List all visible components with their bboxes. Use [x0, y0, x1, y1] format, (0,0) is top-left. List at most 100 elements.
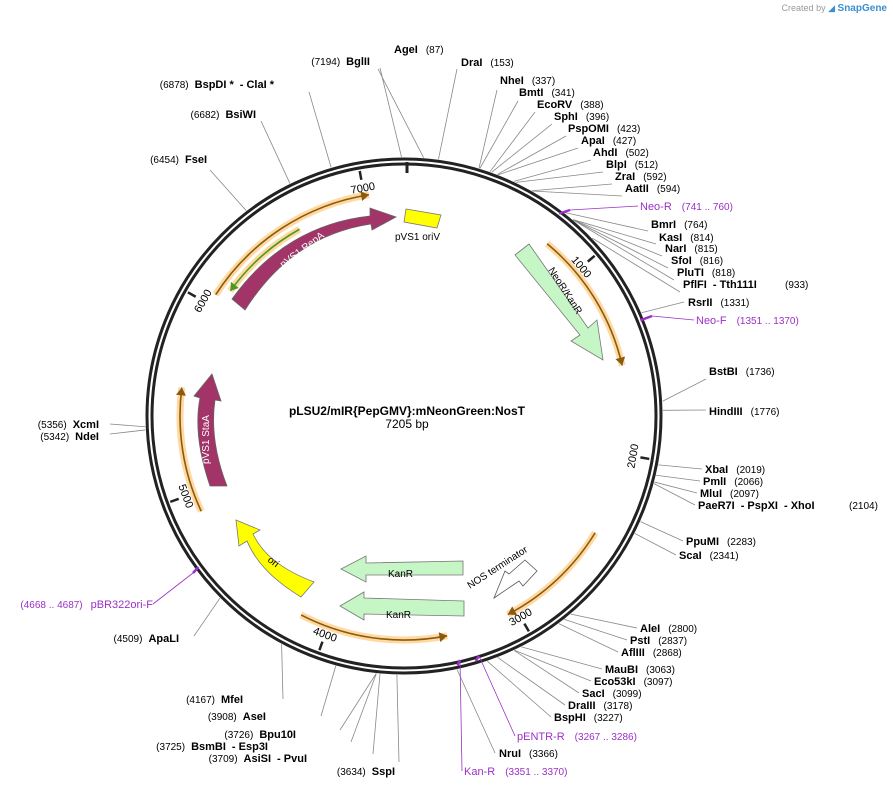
enzyme-site[interactable]: BspHI(3227) — [554, 712, 623, 724]
primer-labels: Neo-R(741 .. 760) Neo-F(1351 .. 1370) pENT… — [20, 201, 798, 778]
enzyme-site[interactable]: - ClaI *BspDI *(6878) — [160, 79, 275, 91]
enzyme-leader — [572, 219, 657, 245]
enzyme-site[interactable]: NruI(3366) — [499, 748, 558, 760]
enzyme-site[interactable]: AgeI(87) — [394, 44, 444, 56]
enzyme-site[interactable]: SphI(396) — [554, 111, 609, 123]
enzyme-site[interactable]: BmrI(764) — [651, 219, 707, 231]
enzyme-site[interactable]: PstI(2837) — [630, 635, 687, 647]
enzyme-site[interactable]: BsiWI(6682) — [191, 109, 256, 121]
kanr-1-label: KanR — [388, 569, 413, 580]
feature-kanr-1[interactable]: KanR — [340, 555, 464, 583]
enzyme-name: SspI — [372, 766, 395, 778]
enzyme-site[interactable]: PaeR7I- PspXI- XhoI(2104) — [698, 500, 878, 512]
enzyme-site[interactable]: XcmI(5356) — [38, 419, 99, 431]
enzyme-site[interactable]: AseI(3908) — [208, 711, 266, 723]
enzyme-site[interactable]: SfoI(816) — [671, 255, 723, 267]
primer-site[interactable]: Neo-F(1351 .. 1370) — [696, 315, 799, 327]
tick-mark — [586, 254, 596, 263]
enzyme-site[interactable]: PflFI- Tth111I(933) — [683, 279, 808, 291]
enzyme-name: HindIII — [709, 406, 743, 418]
enzyme-site[interactable]: XbaI(2019) — [705, 464, 765, 476]
enzyme-site[interactable]: NdeI(5342) — [40, 431, 99, 443]
enzyme-site[interactable]: ZraI(592) — [615, 171, 667, 183]
enzyme-site[interactable]: AatII(594) — [625, 183, 680, 195]
enzyme-leader — [478, 89, 498, 169]
enzyme-site[interactable]: RsrII(1331) — [688, 297, 749, 309]
kanr-2-label: KanR — [386, 610, 411, 621]
primer-range: (741 .. 760) — [682, 202, 733, 213]
feature-kanr-2[interactable]: KanR — [339, 591, 465, 621]
enzyme-site[interactable]: AhdI(502) — [593, 147, 649, 159]
primer-site[interactable]: pENTR-R(3267 .. 3286) — [517, 731, 637, 743]
snapgene-watermark: Created by ◢ SnapGene — [782, 3, 887, 14]
enzyme-site[interactable]: Eco53kI(3097) — [594, 676, 673, 688]
enzyme-name: SphI — [554, 111, 578, 123]
feature-pvs1-oriv[interactable]: pVS1 oriV — [395, 208, 442, 243]
leader-lines — [109, 67, 707, 763]
enzyme-site[interactable]: BlpI(512) — [606, 159, 658, 171]
enzyme-site[interactable]: AflIII(2868) — [621, 647, 682, 659]
enzyme-site[interactable]: KasI(814) — [659, 232, 714, 244]
enzyme-site[interactable]: ApaLI(4509) — [114, 633, 179, 645]
feature-nos-terminator[interactable]: NOS terminator — [466, 544, 538, 600]
enzyme-site[interactable]: PspOMI(423) — [568, 123, 640, 135]
enzyme-position: (337) — [532, 76, 555, 87]
enzyme-site[interactable]: PluTI(818) — [677, 267, 735, 279]
enzyme-leader — [570, 613, 638, 629]
enzyme-site[interactable]: SacI(3099) — [582, 688, 642, 700]
snapgene-logo-icon: ◢ — [828, 3, 836, 13]
enzyme-leader — [662, 378, 707, 402]
enzyme-site[interactable]: MfeI(4167) — [186, 694, 243, 706]
orf-arrowhead — [175, 387, 186, 396]
feature-pvs1-staa[interactable]: pVS1 StaA — [193, 373, 228, 487]
enzyme-site[interactable]: FseI(6454) — [150, 154, 207, 166]
plasmid-length: 7205 bp — [385, 417, 429, 431]
enzyme-name-alt: - Esp3I — [232, 741, 268, 753]
enzyme-leader — [479, 100, 519, 169]
enzyme-site[interactable]: ScaI(2341) — [679, 550, 739, 562]
enzyme-site[interactable]: EcoRV(388) — [537, 99, 604, 111]
enzyme-site[interactable]: SspI(3634) — [337, 766, 395, 778]
feature-ori[interactable]: ori — [235, 519, 315, 598]
enzyme-site[interactable]: BglII(7194) — [311, 56, 370, 68]
primer-site[interactable]: pBR322ori-F(4668 .. 4687) — [20, 599, 153, 611]
enzyme-leader — [572, 219, 669, 269]
enzyme-position: (814) — [690, 233, 713, 244]
kanr-1-arrow — [340, 555, 464, 583]
enzyme-leader — [497, 657, 566, 706]
enzyme-name: PluTI — [677, 267, 704, 279]
enzyme-site[interactable]: MluI(2097) — [700, 488, 759, 500]
pvs1-oriv-label: pVS1 oriV — [395, 232, 440, 243]
enzyme-site[interactable]: BmtI(341) — [519, 87, 575, 99]
enzyme-site[interactable]: HindIII(1776) — [709, 406, 780, 418]
enzyme-leader — [320, 665, 337, 717]
enzyme-position: (3099) — [613, 689, 642, 700]
enzyme-name: AatII — [625, 183, 649, 195]
enzyme-site[interactable]: BstBI(1736) — [709, 366, 775, 378]
primer-site[interactable]: Kan-R(3351 .. 3370) — [464, 766, 567, 778]
enzyme-site[interactable]: ApaI(427) — [581, 135, 636, 147]
enzyme-site[interactable]: DraIII(3178) — [568, 700, 632, 712]
enzyme-site[interactable]: MauBI(3063) — [605, 664, 675, 676]
enzyme-site[interactable]: NarI(815) — [665, 243, 718, 255]
enzyme-position: (3709) — [209, 754, 238, 765]
enzyme-site[interactable]: Bpu10I(3726) — [224, 729, 296, 741]
enzyme-site[interactable]: PpuMI(2283) — [686, 536, 756, 548]
enzyme-site[interactable]: NheI(337) — [500, 75, 555, 87]
enzyme-leader — [438, 68, 458, 160]
primer-mark — [474, 655, 481, 662]
enzyme-site[interactable]: PmlI(2066) — [703, 476, 763, 488]
enzyme-site[interactable]: DraI(153) — [461, 57, 514, 69]
pvs1-repa-arrow — [231, 207, 397, 311]
enzyme-leader — [513, 650, 580, 694]
created-by-text: Created by — [781, 3, 826, 13]
enzyme-leader — [109, 423, 146, 428]
enzyme-site[interactable]: AleI(2800) — [640, 623, 697, 635]
primer-site[interactable]: Neo-R(741 .. 760) — [640, 201, 733, 213]
primer-mark — [558, 208, 571, 215]
enzyme-position: (153) — [490, 58, 513, 69]
enzyme-position: (2800) — [668, 624, 697, 635]
enzyme-name-alt: - ClaI * — [240, 79, 275, 91]
